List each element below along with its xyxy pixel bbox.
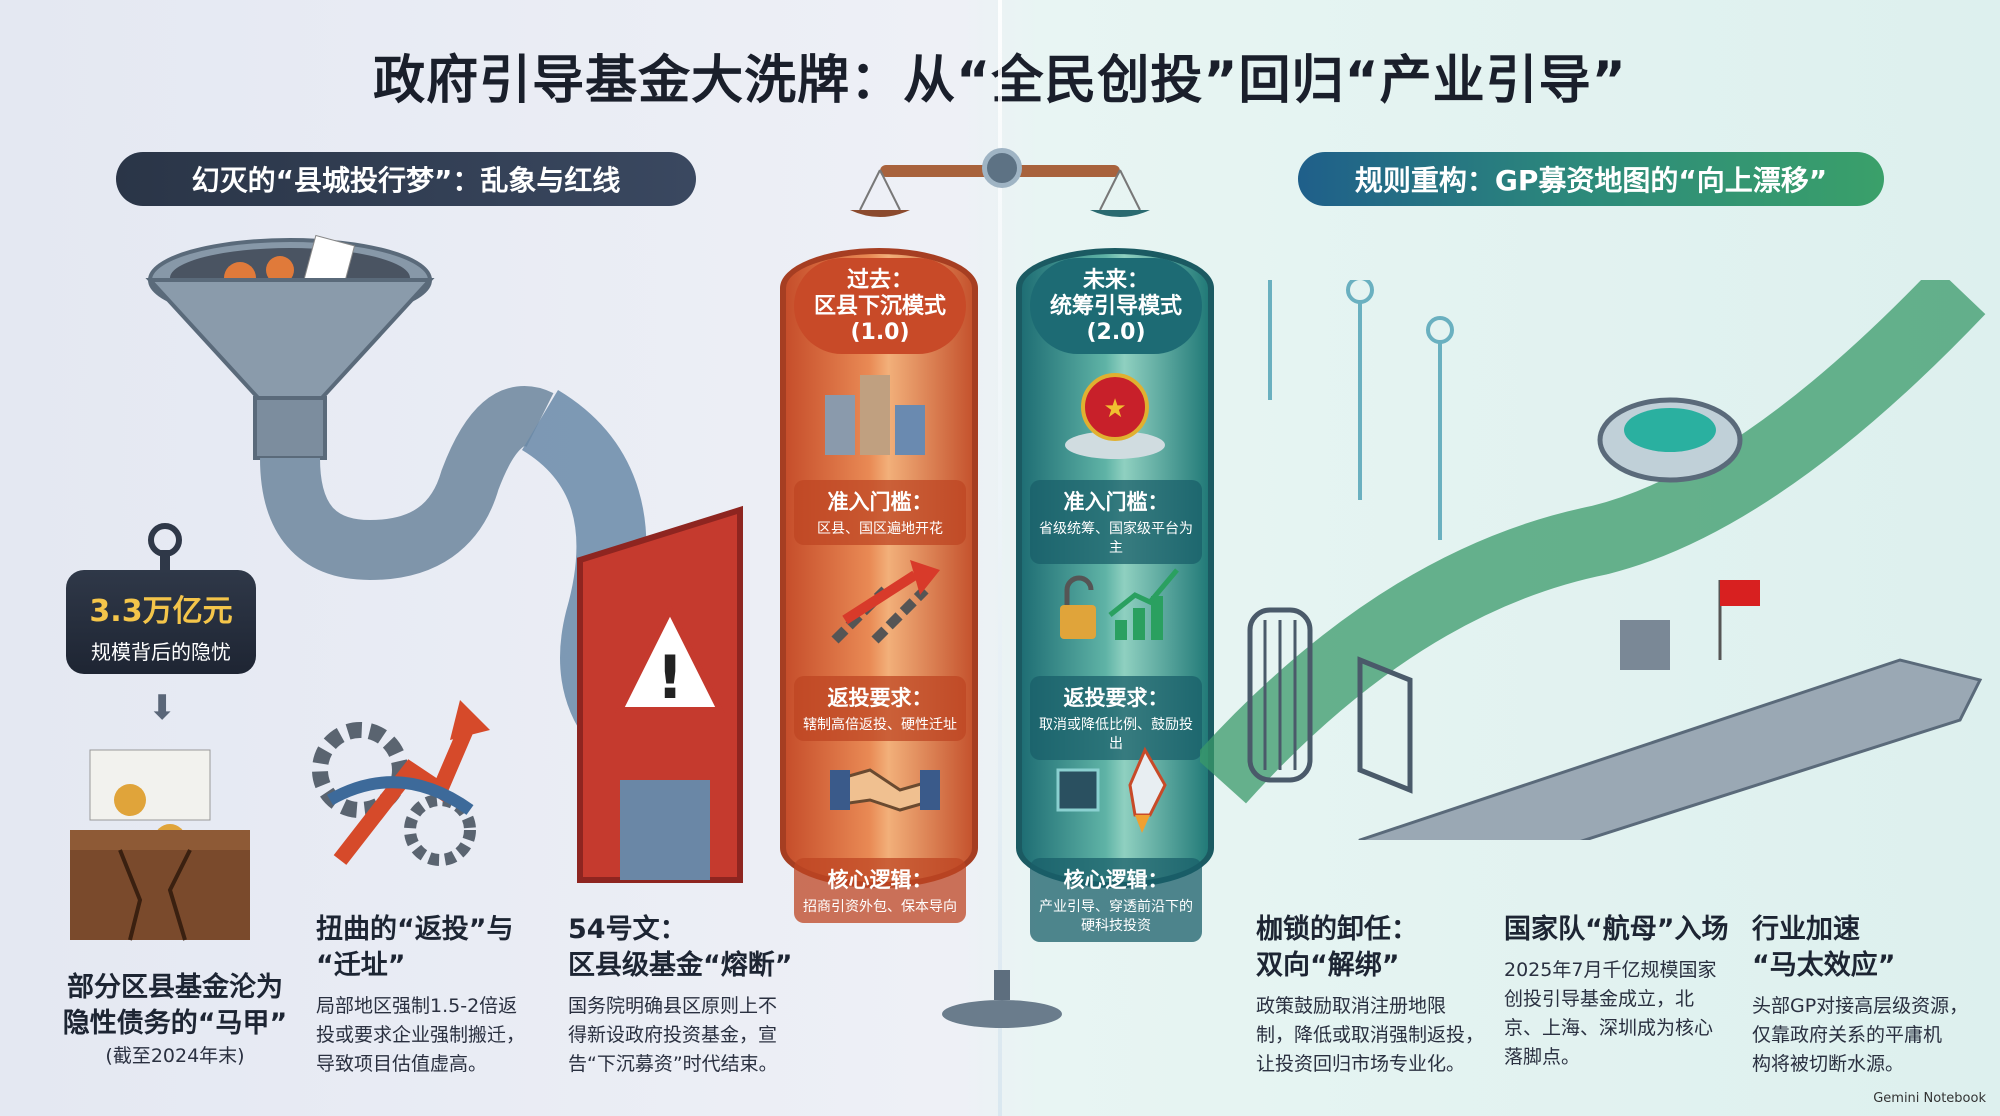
past-cap-line1: 过去： bbox=[846, 268, 913, 293]
doc54-body-2: 得新设政府投资基金，宣 bbox=[568, 1024, 778, 1046]
future-entry-band: 准入门槛： 省级统筹、国家级平台为主 bbox=[1030, 480, 1202, 564]
doc54-head-2: 区县级基金“熔断” bbox=[568, 950, 793, 981]
future-return-band: 返投要求： 取消或降低比例、鼓励投出 bbox=[1030, 676, 1202, 760]
arrow-down-icon: ⬇ bbox=[148, 688, 177, 728]
svg-text:★: ★ bbox=[1103, 394, 1126, 424]
past-logic-body: 招商引资外包、保本导向 bbox=[803, 899, 957, 915]
future-entry-title: 准入门槛： bbox=[1063, 490, 1169, 514]
national-body-4: 落脚点。 bbox=[1504, 1046, 1581, 1068]
hook-icon bbox=[148, 523, 182, 574]
unbind-body-3: 让投资回归市场专业化。 bbox=[1256, 1053, 1466, 1075]
matthew-body-2: 仅靠政府关系的平庸机 bbox=[1752, 1024, 1943, 1046]
future-cap-line1: 未来： bbox=[1082, 268, 1149, 293]
chip-rocket-icon bbox=[1056, 746, 1167, 833]
unbind-body-1: 政策鼓励取消注册地限 bbox=[1256, 995, 1447, 1017]
column-national-fund: 国家队“航母”入场 2025年7月千亿规模国家 创投引导基金成立，北 京、上海、… bbox=[1504, 912, 1744, 1072]
future-cap-line3: (2.0) bbox=[1086, 320, 1146, 345]
column-hidden-debt: 部分区县基金沦为 隐性债务的“马甲” (截至2024年末) bbox=[60, 970, 290, 1071]
matthew-head-2: “马太效应” bbox=[1752, 950, 1896, 981]
past-logic-title: 核心逻辑： bbox=[827, 868, 933, 892]
future-logic-title: 核心逻辑： bbox=[1063, 868, 1169, 892]
doc54-body-1: 国务院明确县区原则上不 bbox=[568, 995, 778, 1017]
past-entry-band: 准入门槛： 区县、国区遍地开花 bbox=[794, 480, 966, 545]
future-return-body: 取消或降低比例、鼓励投出 bbox=[1039, 717, 1193, 752]
hidden-debt-head-2: 隐性债务的“马甲” bbox=[62, 1008, 288, 1039]
unbind-body-2: 制，降低或取消强制返投， bbox=[1256, 1024, 1485, 1046]
future-entry-body: 省级统筹、国家级平台为主 bbox=[1039, 521, 1193, 556]
past-return-title: 返投要求： bbox=[827, 686, 933, 710]
debt-weight: 3.3万亿元 规模背后的隐忧 bbox=[66, 570, 256, 674]
warning-sign: ! bbox=[577, 505, 743, 883]
past-cap-line2: 区县下沉模式 bbox=[813, 294, 946, 319]
matthew-head-1: 行业加速 bbox=[1752, 914, 1860, 945]
scale-pivot bbox=[982, 148, 1022, 188]
national-head-1: 国家队“航母”入场 bbox=[1504, 914, 1729, 945]
crumbling-ground-icon bbox=[70, 749, 250, 941]
column-matthew-effect: 行业加速 “马太效应” 头部GP对接高层级资源， 仅靠政府关系的平庸机 构将被切… bbox=[1752, 912, 1992, 1079]
future-logic-band: 核心逻辑： 产业引导、穿透前沿下的硬科技投资 bbox=[1030, 858, 1202, 942]
future-model-cylinder bbox=[1016, 248, 1214, 888]
column-unbind: 枷锁的卸任： 双向“解绑” 政策鼓励取消注册地限 制，降低或取消强制返投， 让投… bbox=[1256, 912, 1496, 1079]
debt-caption: 规模背后的隐忧 bbox=[91, 640, 231, 664]
doc54-head-1: 54号文： bbox=[568, 914, 687, 945]
broken-chain-arrow-icon bbox=[831, 560, 940, 644]
past-model-cap: 过去： 区县下沉模式 (1.0) bbox=[794, 258, 966, 354]
ribbon-ship-illustration bbox=[1200, 280, 1986, 840]
footer-watermark: Gemini Notebook bbox=[1873, 1091, 1986, 1106]
hidden-debt-head-1: 部分区县基金沦为 bbox=[67, 972, 283, 1003]
future-cap-line2: 统筹引导模式 bbox=[1049, 294, 1182, 319]
return-head-2: “迁址” bbox=[316, 950, 406, 981]
gears-arrow-icon bbox=[312, 700, 490, 866]
right-section-banner: 规则重构：GP募资地图的“向上漂移” bbox=[1298, 152, 1884, 206]
unlock-chart-icon bbox=[1060, 568, 1179, 640]
national-emblem-icon: ★ bbox=[1065, 373, 1165, 459]
future-model-cap: 未来： 统筹引导模式 (2.0) bbox=[1030, 258, 1202, 354]
center-divider bbox=[998, 0, 1002, 1116]
scale-pans bbox=[850, 169, 1150, 217]
past-logic-band: 核心逻辑： 招商引资外包、保本导向 bbox=[794, 858, 966, 923]
hidden-debt-note: (截至2024年末) bbox=[105, 1045, 245, 1067]
handshake-icon bbox=[830, 768, 940, 812]
open-gate-icon bbox=[1247, 607, 1413, 794]
exclamation-icon: ! bbox=[656, 643, 683, 713]
scale-base bbox=[942, 970, 1062, 1028]
matthew-body-3: 构将被切断水源。 bbox=[1752, 1053, 1905, 1075]
unbind-head-2: 双向“解绑” bbox=[1256, 950, 1400, 981]
unbind-head-1: 枷锁的卸任： bbox=[1256, 914, 1418, 945]
return-head-1: 扭曲的“返投”与 bbox=[316, 914, 514, 945]
left-section-banner: 幻灭的“县城投行梦”：乱象与红线 bbox=[116, 152, 696, 206]
debt-amount: 3.3万亿元 bbox=[89, 594, 233, 629]
future-return-title: 返投要求： bbox=[1063, 686, 1169, 710]
national-body-1: 2025年7月千亿规模国家 bbox=[1504, 959, 1717, 981]
past-return-body: 辖制高倍返投、硬性迁址 bbox=[803, 717, 957, 733]
return-body-2: 投或要求企业强制搬迁， bbox=[316, 1024, 526, 1046]
buildings-icon bbox=[825, 375, 925, 455]
return-body-1: 局部地区强制1.5-2倍返 bbox=[316, 995, 518, 1017]
past-cap-line3: (1.0) bbox=[850, 320, 910, 345]
past-return-band: 返投要求： 辖制高倍返投、硬性迁址 bbox=[794, 676, 966, 741]
future-logic-body: 产业引导、穿透前沿下的硬科技投资 bbox=[1039, 899, 1193, 934]
past-entry-title: 准入门槛： bbox=[827, 490, 933, 514]
matthew-body-1: 头部GP对接高层级资源， bbox=[1752, 995, 1969, 1017]
national-body-3: 京、上海、深圳成为核心 bbox=[1504, 1017, 1714, 1039]
doc54-body-3: 告“下沉募资”时代结束。 bbox=[568, 1053, 778, 1075]
national-body-2: 创投引导基金成立，北 bbox=[1504, 988, 1695, 1010]
past-entry-body: 区县、国区遍地开花 bbox=[817, 521, 943, 537]
column-return-relocation: 扭曲的“返投”与 “迁址” 局部地区强制1.5-2倍返 投或要求企业强制搬迁， … bbox=[316, 912, 546, 1079]
column-doc-54: 54号文： 区县级基金“熔断” 国务院明确县区原则上不 得新设政府投资基金，宣 … bbox=[568, 912, 808, 1079]
return-body-3: 导致项目估值虚高。 bbox=[316, 1053, 488, 1075]
